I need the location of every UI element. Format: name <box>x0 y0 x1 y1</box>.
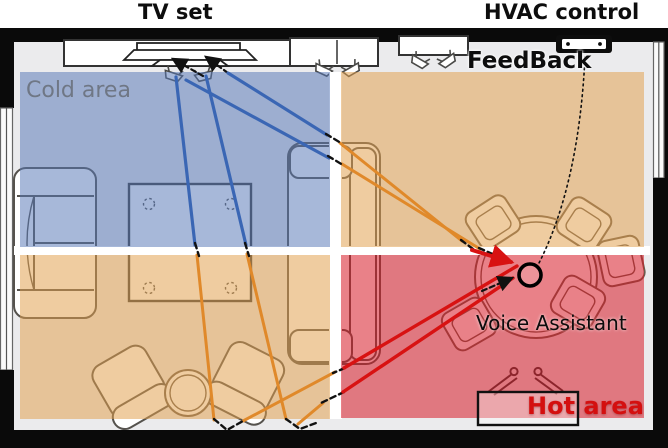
wall-left-upper <box>0 28 14 108</box>
wall-right-outer <box>664 40 668 180</box>
speaker-icon <box>410 51 431 70</box>
zone-warm-top-right <box>341 72 644 247</box>
feedback-curve <box>538 56 586 264</box>
zone-cold <box>20 72 330 247</box>
hot-zone-links <box>341 244 519 394</box>
warm-zone-links <box>195 141 482 426</box>
hot-area-label: Hot area <box>527 392 644 420</box>
arrow-to-assistant <box>470 244 515 268</box>
tv-set-label: TV set <box>138 0 213 24</box>
arrow-to-tv <box>203 55 230 75</box>
radiator-sign <box>476 390 580 427</box>
cold-area-label: Cold area <box>26 78 131 103</box>
voice-assistant-circle <box>517 262 543 288</box>
window-left <box>0 107 14 371</box>
voice-assistant-label: Voice Assistant <box>476 311 627 335</box>
cabinet-top-left <box>289 37 379 67</box>
links <box>170 55 586 432</box>
wall-top <box>0 28 668 42</box>
speaker-icon <box>436 49 457 69</box>
arrow-to-assistant-dashed <box>480 276 515 293</box>
hvac-control-label: HVAC control <box>484 0 640 24</box>
window-right <box>652 41 665 179</box>
wall-left-lower <box>0 370 14 448</box>
hvac-device-icon <box>556 35 612 53</box>
cold-zone-links <box>174 71 331 247</box>
arrow-to-tv <box>170 57 205 78</box>
wall-bottom <box>0 430 668 448</box>
zone-warm-bottom-left <box>20 255 330 419</box>
wall-right-lower <box>653 178 668 448</box>
cabinet-top-right <box>398 35 469 56</box>
temperature-zones <box>14 72 650 419</box>
feedback-label: FeedBack <box>467 48 592 74</box>
